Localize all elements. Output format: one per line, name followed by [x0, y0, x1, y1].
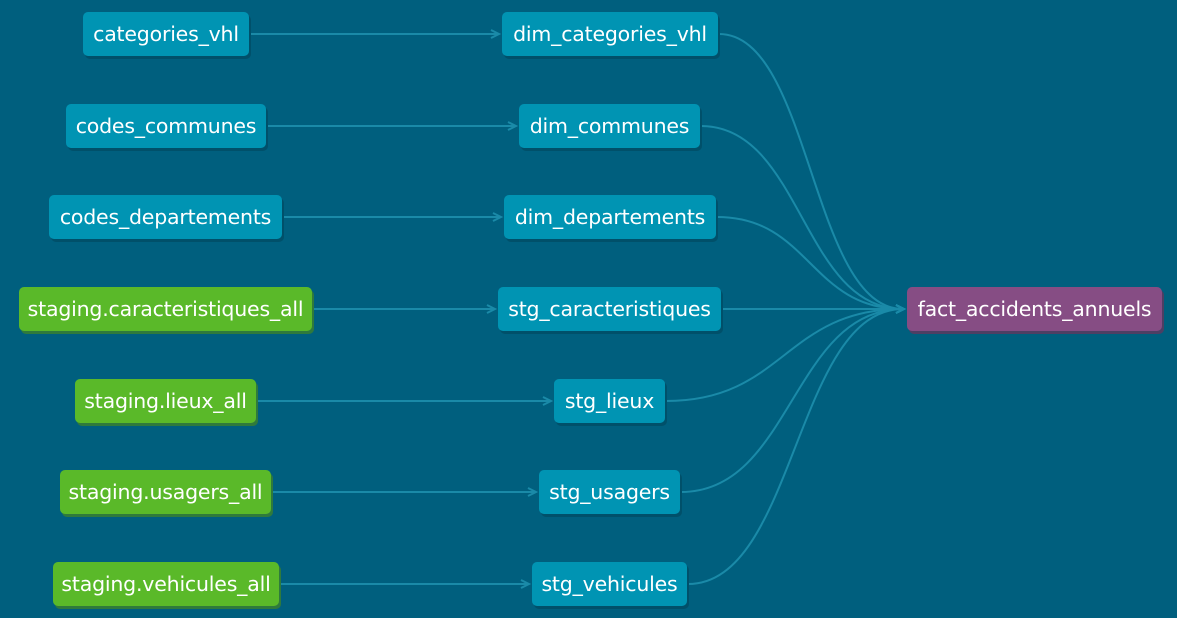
edge-arrowhead: [520, 579, 532, 589]
node-stg-lieux[interactable]: stg_lieux: [554, 379, 665, 423]
edge-arrowhead: [492, 212, 504, 222]
node-dim-departements[interactable]: dim_departements: [504, 195, 716, 239]
edge-dim_categories_vhl-to-fact_accidents_annuels: [718, 33, 907, 314]
edge-dim_communes-to-fact_accidents_annuels: [700, 125, 907, 314]
node-stg-vehicules[interactable]: stg_vehicules: [532, 562, 687, 606]
node-codes-communes[interactable]: codes_communes: [66, 104, 266, 148]
edge-arrowhead: [507, 121, 519, 131]
edge-staging_lieux_all-to-stg_lieux: [257, 396, 554, 406]
edge-staging_caracteristiques_all-to-stg_caracteristiques: [313, 304, 498, 314]
edge-arrowhead: [895, 304, 907, 314]
edge-stg_vehicules-to-fact_accidents_annuels: [687, 304, 907, 585]
node-stg-usagers[interactable]: stg_usagers: [539, 470, 680, 514]
node-stg-caracteristiques[interactable]: stg_caracteristiques: [498, 287, 721, 331]
node-staging-caracteristiques-all[interactable]: staging.caracteristiques_all: [19, 287, 312, 331]
edge-arrowhead: [490, 29, 502, 39]
node-staging-lieux-all[interactable]: staging.lieux_all: [75, 379, 256, 423]
node-fact-accidents-annuels[interactable]: fact_accidents_annuels: [907, 287, 1162, 331]
node-categories-vhl[interactable]: categories_vhl: [83, 12, 249, 56]
edge-codes_departements-to-dim_departements: [283, 212, 504, 222]
node-dim-categories-vhl[interactable]: dim_categories_vhl: [502, 12, 718, 56]
node-codes-departements[interactable]: codes_departements: [49, 195, 282, 239]
edge-staging_usagers_all-to-stg_usagers: [272, 487, 539, 497]
edge-codes_communes-to-dim_communes: [267, 121, 519, 131]
edge-arrowhead: [486, 304, 498, 314]
edge-stg_usagers-to-fact_accidents_annuels: [680, 304, 907, 493]
node-staging-usagers-all[interactable]: staging.usagers_all: [60, 470, 271, 514]
node-staging-vehicules-all[interactable]: staging.vehicules_all: [53, 562, 279, 606]
edge-arrowhead: [527, 487, 539, 497]
edge-arrowhead: [542, 396, 554, 406]
node-dim-communes[interactable]: dim_communes: [519, 104, 700, 148]
edge-staging_vehicules_all-to-stg_vehicules: [280, 579, 532, 589]
edge-categories_vhl-to-dim_categories_vhl: [250, 29, 502, 39]
